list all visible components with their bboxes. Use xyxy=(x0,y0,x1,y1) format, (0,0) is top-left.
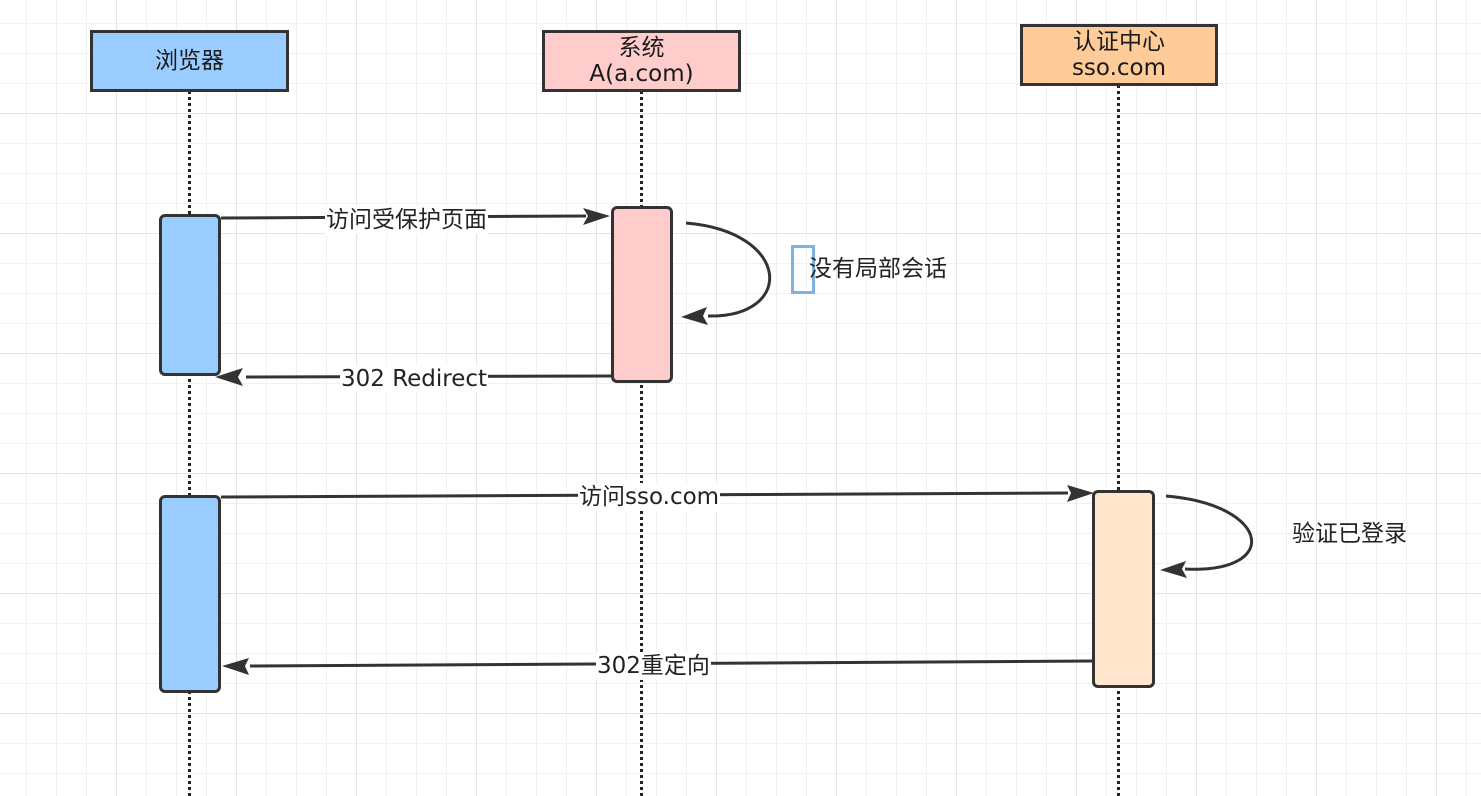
message-label-m3: 访问sso.com xyxy=(578,483,721,511)
arrowhead-self-loop-system-a xyxy=(681,307,708,325)
arrowhead-m3 xyxy=(1067,485,1094,502)
participant-sso-label-line1: 认证中心 xyxy=(1072,29,1165,55)
system-a-lifeline xyxy=(640,91,643,796)
note-verified-logged-in: 验证已登录 xyxy=(1292,521,1407,547)
browser-activation-1[interactable] xyxy=(159,214,221,376)
sso-activation[interactable] xyxy=(1092,490,1155,688)
self-loop-sso xyxy=(1165,494,1254,571)
self-loop-system-a xyxy=(685,221,772,318)
message-label-m2: 302 Redirect xyxy=(340,365,489,393)
browser-activation-2[interactable] xyxy=(159,495,221,693)
participant-browser[interactable]: 浏览器 xyxy=(90,30,289,92)
arrowhead-m4 xyxy=(222,658,249,675)
participant-system-a-label-line2: A(a.com) xyxy=(589,61,694,87)
note-no-local-session: 没有局部会话 xyxy=(809,256,947,282)
arrowhead-m1 xyxy=(583,208,610,225)
participant-browser-label: 浏览器 xyxy=(155,48,224,74)
sso-lifeline xyxy=(1117,85,1120,796)
text-edit-cursor-box[interactable] xyxy=(791,245,815,294)
participant-sso[interactable]: 认证中心 sso.com xyxy=(1020,24,1218,86)
participant-system-a-label-line1: 系统 xyxy=(618,35,665,61)
system-a-activation[interactable] xyxy=(611,206,673,383)
arrowhead-m2 xyxy=(215,368,243,386)
message-label-m1: 访问受保护页面 xyxy=(325,206,488,234)
arrowhead-self-loop-sso xyxy=(1160,561,1187,578)
participant-sso-label-line2: sso.com xyxy=(1071,55,1167,81)
message-label-m4: 302重定向 xyxy=(596,652,711,680)
browser-lifeline xyxy=(188,91,191,796)
participant-system-a[interactable]: 系统 A(a.com) xyxy=(542,30,741,92)
